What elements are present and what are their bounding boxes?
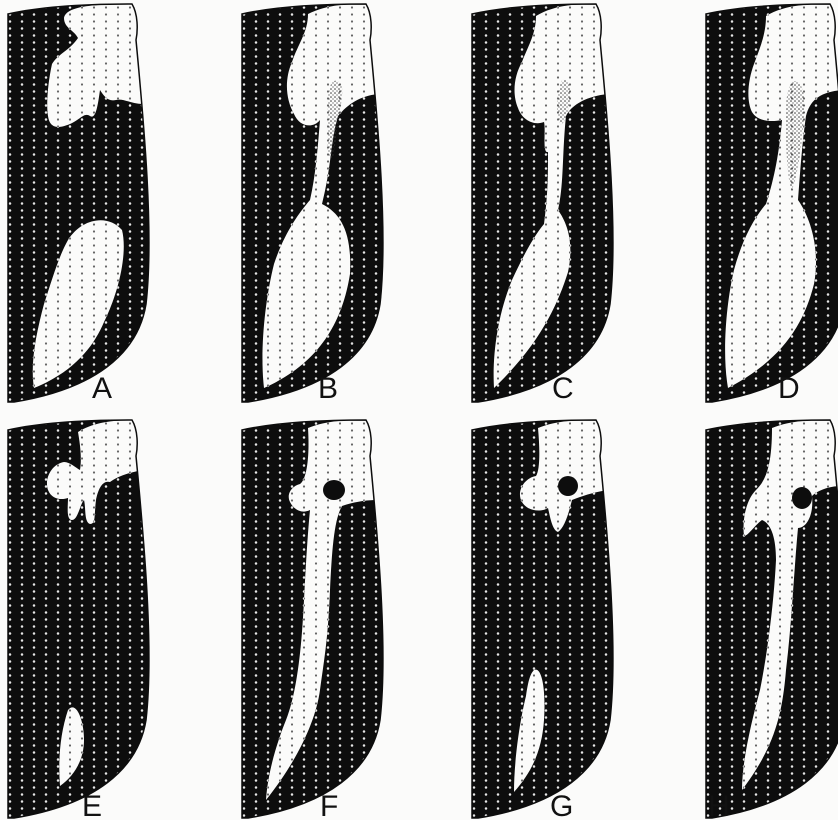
panel-label: C <box>552 372 575 405</box>
panel-d: D <box>702 4 838 405</box>
panel-label: D <box>778 372 801 405</box>
panel-f: F <box>238 420 388 820</box>
panel-label: H <box>708 790 731 820</box>
panel-label: B <box>318 372 339 405</box>
panel-h: H <box>702 420 838 820</box>
panel-label: A <box>92 372 113 405</box>
panel-b: B <box>238 4 388 405</box>
dark-spot <box>558 476 578 496</box>
panel-label: E <box>82 790 103 820</box>
dark-spot <box>323 480 345 500</box>
panel-e: E <box>4 420 154 820</box>
dark-spot <box>792 487 812 509</box>
panel-c: C <box>468 4 618 405</box>
panel-label: G <box>550 790 574 820</box>
panel-g: G <box>468 420 618 820</box>
panel-a: A <box>4 4 154 405</box>
panel-label: F <box>320 790 339 820</box>
